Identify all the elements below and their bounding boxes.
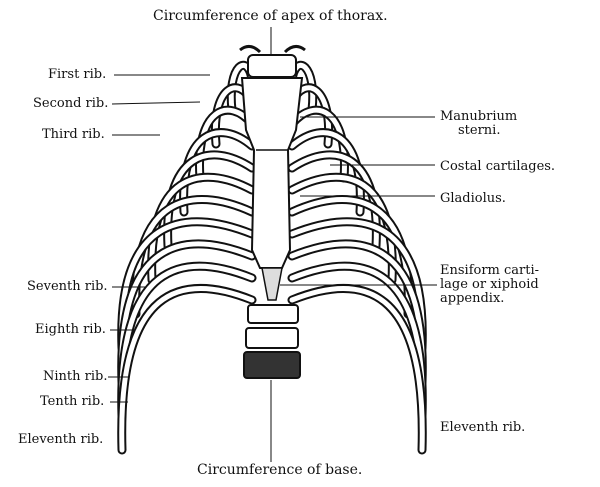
label-first-rib: First rib.	[48, 67, 107, 82]
label-costal-cartilages: Costal cartilages.	[440, 159, 556, 174]
label-ensiform-3: appendix.	[440, 291, 505, 306]
rib-11-right	[287, 284, 427, 455]
rib-6-right	[289, 174, 395, 283]
label-gladiolus: Gladiolus.	[440, 191, 506, 206]
rib-11-left	[119, 286, 255, 453]
ribs	[117, 61, 427, 455]
rib-5-right	[289, 152, 379, 249]
rib-8-left	[119, 219, 255, 351]
label-base: Circumference of base.	[197, 462, 363, 478]
leader-lines	[108, 27, 437, 462]
rib-5-left	[165, 152, 255, 249]
label-manubrium-sterni: sterni.	[458, 123, 501, 138]
rib-11-left	[117, 284, 257, 455]
vertebral-column-top	[239, 45, 306, 78]
label-manubrium: Manubrium	[440, 109, 518, 124]
label-apex: Circumference of apex of thorax.	[153, 8, 388, 24]
label-ensiform-1: Ensiform carti-	[440, 263, 540, 278]
xiphoid-process	[261, 267, 283, 301]
rib-9-left	[119, 241, 255, 385]
label-tenth-rib: Tenth rib.	[40, 394, 105, 409]
label-eleventh-rib-right: Eleventh rib.	[440, 420, 526, 435]
label-second-rib: Second rib.	[33, 96, 109, 111]
label-eleventh-rib-left: Eleventh rib.	[18, 432, 104, 447]
label-ninth-rib: Ninth rib.	[43, 369, 108, 384]
rib-8-right	[289, 219, 425, 351]
label-eighth-rib: Eighth rib.	[35, 322, 106, 337]
sternum	[240, 77, 304, 301]
label-ensiform-2: lage or xiphoid	[440, 277, 539, 292]
label-seventh-rib: Seventh rib.	[27, 279, 108, 294]
rib-11-right	[289, 286, 425, 453]
vertebral-column-bottom	[243, 304, 301, 379]
rib-6-left	[149, 174, 255, 283]
rib-9-right	[289, 241, 425, 385]
label-third-rib: Third rib.	[42, 127, 105, 142]
